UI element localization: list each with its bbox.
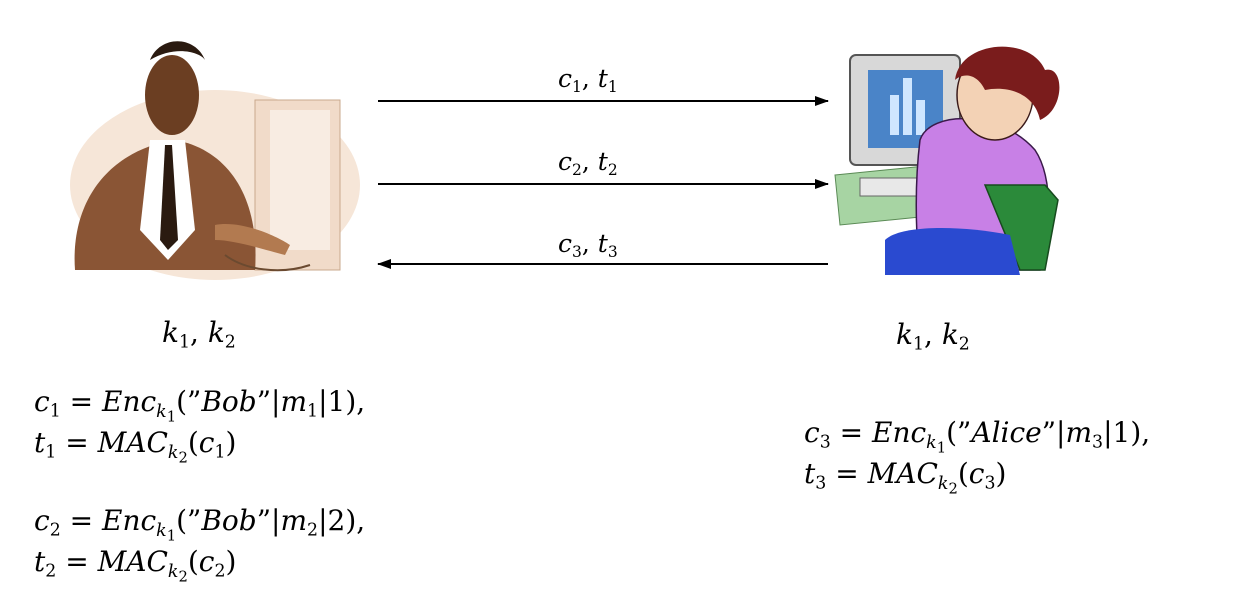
alice-at-computer-illustration <box>834 46 1060 275</box>
bob-equations-1: c1 = Enck1(”Bob”|m1|1), t1 = MACk2(c1) <box>34 381 366 467</box>
arrow-label-2: c2, t2 <box>558 147 618 179</box>
bob-equations-2: c2 = Enck1(”Bob”|m2|2), t2 = MACk2(c2) <box>34 500 366 586</box>
bob-mac-eq-1: t1 = MACk2(c1) <box>34 426 237 467</box>
bob-keys: k1, k2 <box>162 316 236 353</box>
alice-cipher-eq: c3 = Enck1(”Alice”|m3|1), <box>804 416 1151 457</box>
alice-mac-eq: t3 = MACk2(c3) <box>804 457 1007 498</box>
arrow-label-3: c3, t3 <box>558 229 618 261</box>
arrow-label-1: c1, t1 <box>558 64 618 96</box>
bob-cipher-eq-2: c2 = Enck1(”Bob”|m2|2), <box>34 504 366 545</box>
bob-cipher-eq-1: c1 = Enck1(”Bob”|m1|1), <box>34 385 366 426</box>
bob-at-computer-illustration <box>70 41 360 280</box>
bob-mac-eq-2: t2 = MACk2(c2) <box>34 545 237 586</box>
alice-keys: k1, k2 <box>896 318 970 355</box>
alice-equations: c3 = Enck1(”Alice”|m3|1), t3 = MACk2(c3) <box>804 412 1151 498</box>
